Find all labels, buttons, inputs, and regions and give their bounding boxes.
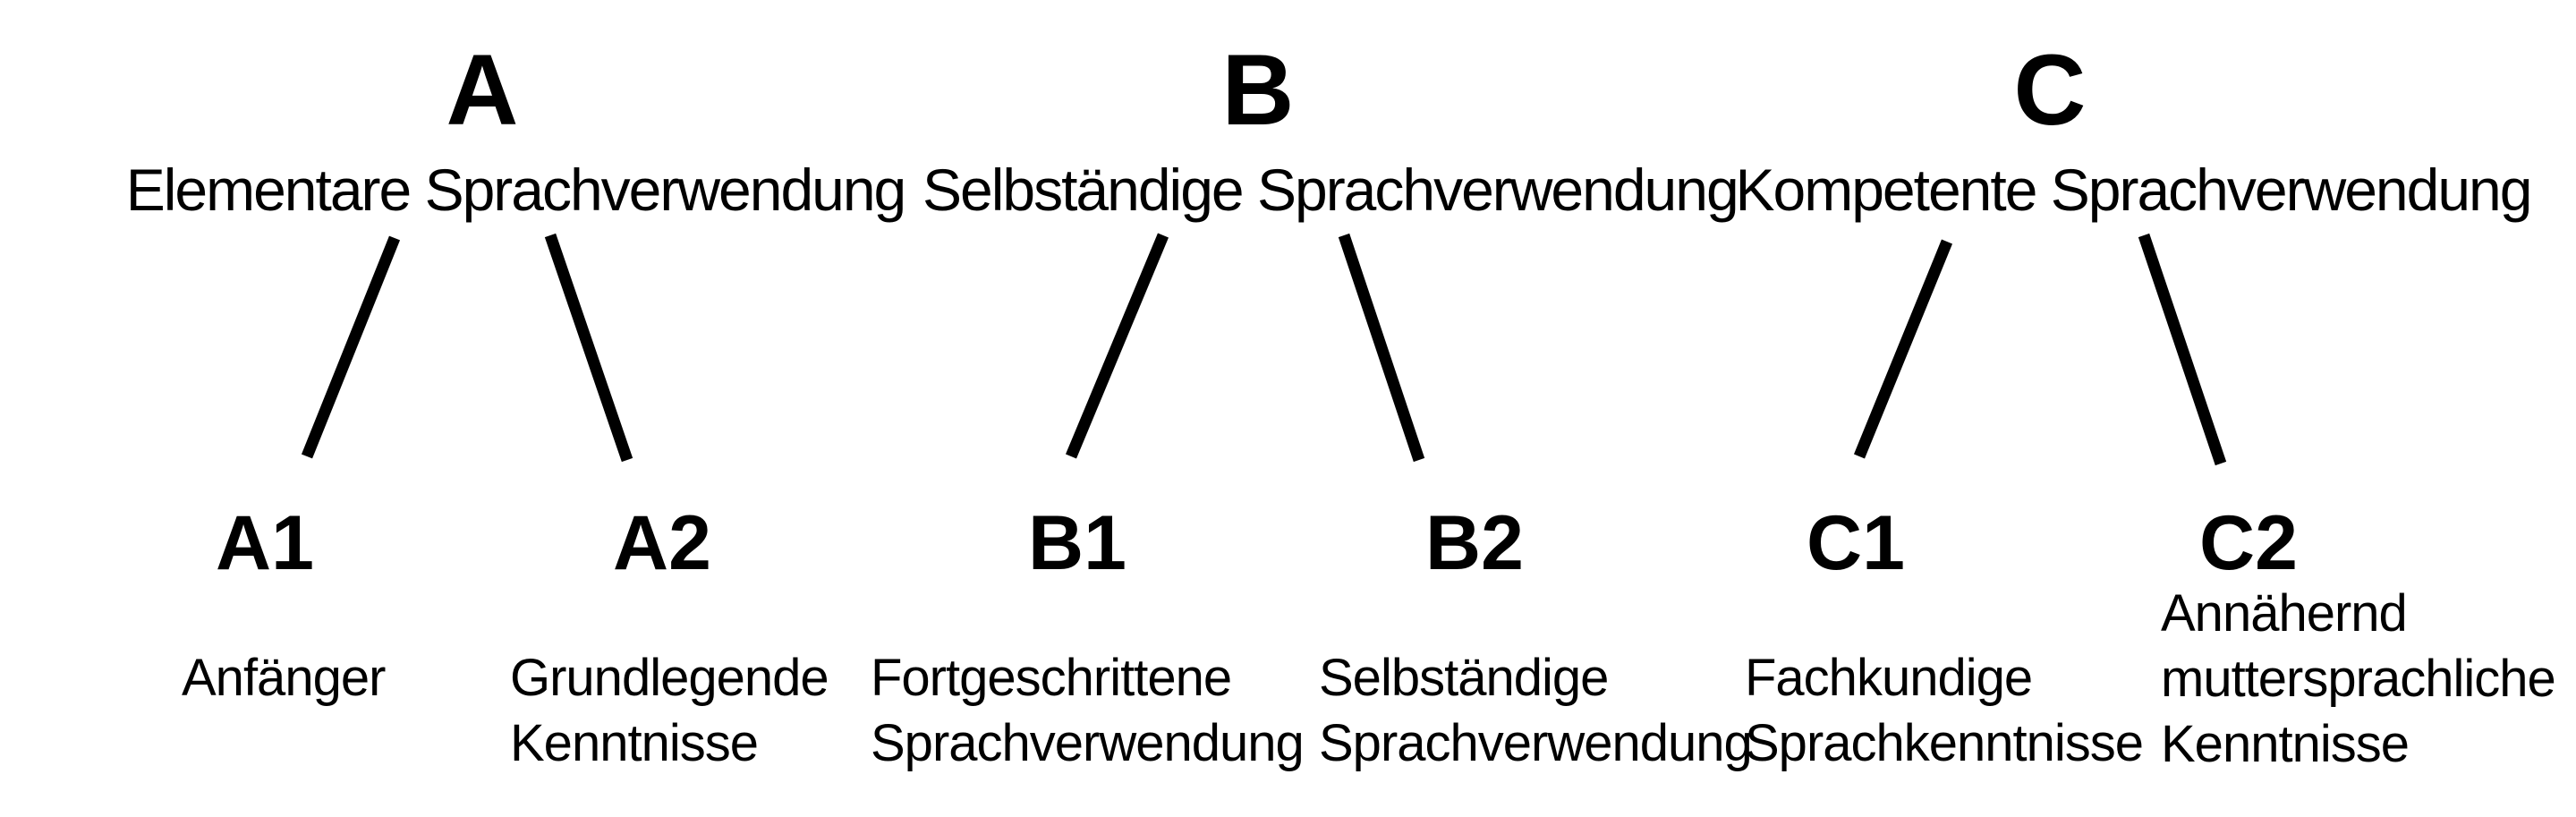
connector-c-to-c1	[1853, 239, 1953, 459]
level-a2-code: A2	[613, 500, 711, 586]
connector-b-to-b1	[1066, 233, 1169, 459]
group-c-subtitle: Kompetente Sprachverwendung	[1735, 157, 2533, 223]
connector-c-to-c2	[2138, 233, 2227, 466]
group-a-subtitle: Elementare Sprachverwendung	[125, 157, 907, 223]
level-b1-code: B1	[1028, 500, 1126, 586]
group-a-letter: A	[446, 34, 519, 146]
level-b2-code: B2	[1425, 500, 1524, 586]
group-b-subtitle: Selbständige Sprachverwendung	[922, 157, 1739, 223]
connector-b-to-b2	[1338, 233, 1425, 463]
level-c2-description: Annähernd muttersprachliche Kenntnisse	[2161, 584, 2556, 773]
level-c1-code: C1	[1807, 500, 1905, 586]
level-c2-code: C2	[2199, 500, 2298, 586]
group-c-letter: C	[2013, 34, 2087, 146]
level-b1-description: Fortgeschrittene Sprachverwendung	[871, 649, 1305, 772]
connector-a-to-a2	[544, 233, 633, 463]
group-b-letter: B	[1221, 34, 1295, 146]
level-a2-description: Grundlegende Kenntnisse	[510, 649, 829, 772]
level-a1-code: A1	[216, 500, 314, 586]
level-b2-description: Selbständige Sprachverwendung	[1319, 649, 1753, 772]
connector-a-to-a1	[301, 235, 401, 459]
level-a1-description: Anfänger	[182, 649, 386, 707]
level-c1-description: Fachkundige Sprachkenntnisse	[1745, 649, 2144, 772]
